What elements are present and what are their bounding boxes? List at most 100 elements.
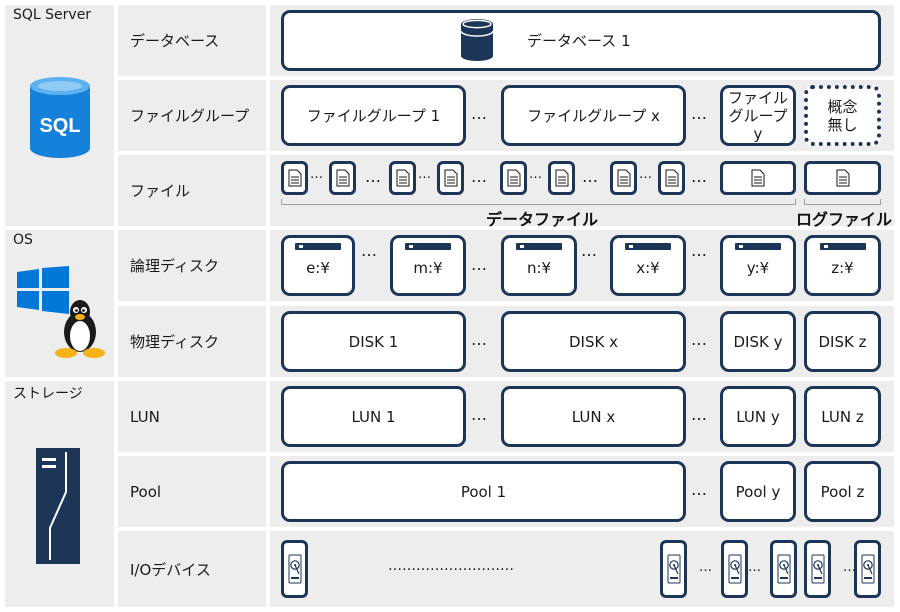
pool-1-label: Pool 1 <box>460 482 507 501</box>
physical-disk-z-label: DISK z <box>818 332 867 351</box>
io-device-row: ……… <box>270 531 894 607</box>
database-cylinder-icon <box>460 19 494 61</box>
row-label-pool-text: Pool <box>130 482 162 501</box>
filegroup-ellipsis-1: … <box>471 104 488 123</box>
log-file <box>804 161 881 195</box>
windows-icon <box>17 266 69 314</box>
filegroup-ellipsis-2: … <box>691 104 708 123</box>
document-icon <box>396 169 409 187</box>
no-concept-box: 概念 無し <box>804 85 881 146</box>
log-file-brace <box>804 199 881 205</box>
io-device-hdd-3 <box>721 540 748 598</box>
data-file-2 <box>329 161 356 195</box>
group-os-label: OS <box>13 232 33 248</box>
filegroup-1-label: ファイルグループ 1 <box>306 106 441 125</box>
file-ellipsis-4: … <box>471 167 488 186</box>
lun-ellipsis-2: … <box>691 405 708 424</box>
row-label-filegroup-text: ファイルグループ <box>130 107 250 125</box>
file-ellipsis-1: … <box>310 167 324 182</box>
document-icon <box>555 169 568 187</box>
physical-disk-z: DISK z <box>804 311 881 372</box>
hard-drive-icon <box>288 554 301 584</box>
group-storage-label: ストレージ <box>13 386 83 402</box>
io-device-hdd-2 <box>660 540 687 598</box>
physical-disk-1-label: DISK 1 <box>348 332 399 351</box>
log-file-caption: ログファイル <box>796 210 893 229</box>
disk-drive-icon <box>516 243 562 250</box>
data-file-4 <box>437 161 464 195</box>
pool-1: Pool 1 <box>281 461 686 522</box>
filegroup-y-box: ファイル グループ y <box>720 85 796 146</box>
row-label-pool: Pool <box>118 456 266 527</box>
file-ellipsis-7: … <box>639 167 653 182</box>
lun-1: LUN 1 <box>281 386 466 447</box>
filegroup-x-label: ファイルグループ x <box>527 106 660 125</box>
logical-disk-x: x:¥ <box>610 235 686 296</box>
file-ellipsis-2: … <box>365 167 382 186</box>
hard-drive-icon <box>811 554 824 584</box>
document-icon <box>751 169 765 187</box>
pool-y: Pool y <box>720 461 796 522</box>
logical-disk-e-label: e:¥ <box>306 259 330 277</box>
no-concept-line2: 無し <box>827 115 858 134</box>
linux-penguin-icon <box>55 300 105 358</box>
row-label-filegroup: ファイルグループ <box>118 80 266 151</box>
hard-drive-icon <box>777 554 790 584</box>
physical-disk-1: DISK 1 <box>281 311 466 372</box>
data-file-5 <box>500 161 527 195</box>
storage-server-icon <box>36 448 80 564</box>
logical-disk-z-label: z:¥ <box>831 259 854 277</box>
logical-disk-ellipsis-1: … <box>361 241 378 260</box>
hard-drive-icon <box>861 554 874 584</box>
file-ellipsis-8: … <box>691 167 708 186</box>
row-label-file-text: ファイル <box>130 182 191 200</box>
document-icon <box>336 169 349 187</box>
filegroup-1-box: ファイルグループ 1 <box>281 85 466 146</box>
file-ellipsis-3: … <box>418 167 432 182</box>
logical-disk-ellipsis-4: … <box>691 241 708 260</box>
lun-1-label: LUN 1 <box>351 407 396 426</box>
filegroup-y-label-line1: ファイル <box>727 88 788 107</box>
document-icon <box>288 169 301 187</box>
row-label-logical-disk: 論理ディスク <box>118 230 266 301</box>
lun-ellipsis-1: … <box>471 405 488 424</box>
physical-disk-ellipsis-1: … <box>471 330 488 349</box>
disk-drive-icon <box>819 243 866 250</box>
lun-x: LUN x <box>501 386 686 447</box>
disk-drive-icon <box>625 243 671 250</box>
lun-x-label: LUN x <box>571 407 616 426</box>
document-icon <box>617 169 630 187</box>
logical-disk-z: z:¥ <box>804 235 881 296</box>
disk-drive-icon <box>405 243 451 250</box>
logical-disk-y: y:¥ <box>720 235 796 296</box>
row-label-logical-disk-text: 論理ディスク <box>130 257 219 275</box>
pool-ellipsis: … <box>691 480 708 499</box>
document-icon <box>665 169 678 187</box>
row-label-io-device: I/Oデバイス <box>118 531 266 607</box>
io-device-ellipsis-3: … <box>843 560 857 575</box>
logical-disk-ellipsis-3: … <box>581 241 598 260</box>
pool-y-label: Pool y <box>735 482 781 501</box>
filegroup-y-label-line2: グループ y <box>728 106 788 143</box>
row-label-database: データベース <box>118 5 266 76</box>
data-file-7 <box>610 161 637 195</box>
pool-z-label: Pool z <box>820 482 865 501</box>
data-file-y <box>720 161 796 195</box>
io-device-ellipsis-2: … <box>748 560 762 575</box>
row-label-database-text: データベース <box>130 32 220 50</box>
data-file-1 <box>281 161 308 195</box>
hard-drive-icon <box>667 554 680 584</box>
logical-disk-m: m:¥ <box>390 235 466 296</box>
file-ellipsis-6: … <box>582 167 599 186</box>
data-file-3 <box>389 161 416 195</box>
data-file-caption: データファイル <box>486 210 599 229</box>
group-storage: ストレージ <box>5 381 114 607</box>
group-sql-server-label: SQL Server <box>13 7 92 23</box>
io-device-long-ellipsis: ……………………… <box>388 558 514 574</box>
disk-drive-icon <box>295 243 341 250</box>
io-device-hdd-4 <box>770 540 797 598</box>
logical-disk-x-label: x:¥ <box>636 259 660 277</box>
file-ellipsis-5: … <box>529 167 543 182</box>
logical-disk-y-label: y:¥ <box>746 259 770 277</box>
physical-disk-x: DISK x <box>501 311 686 372</box>
